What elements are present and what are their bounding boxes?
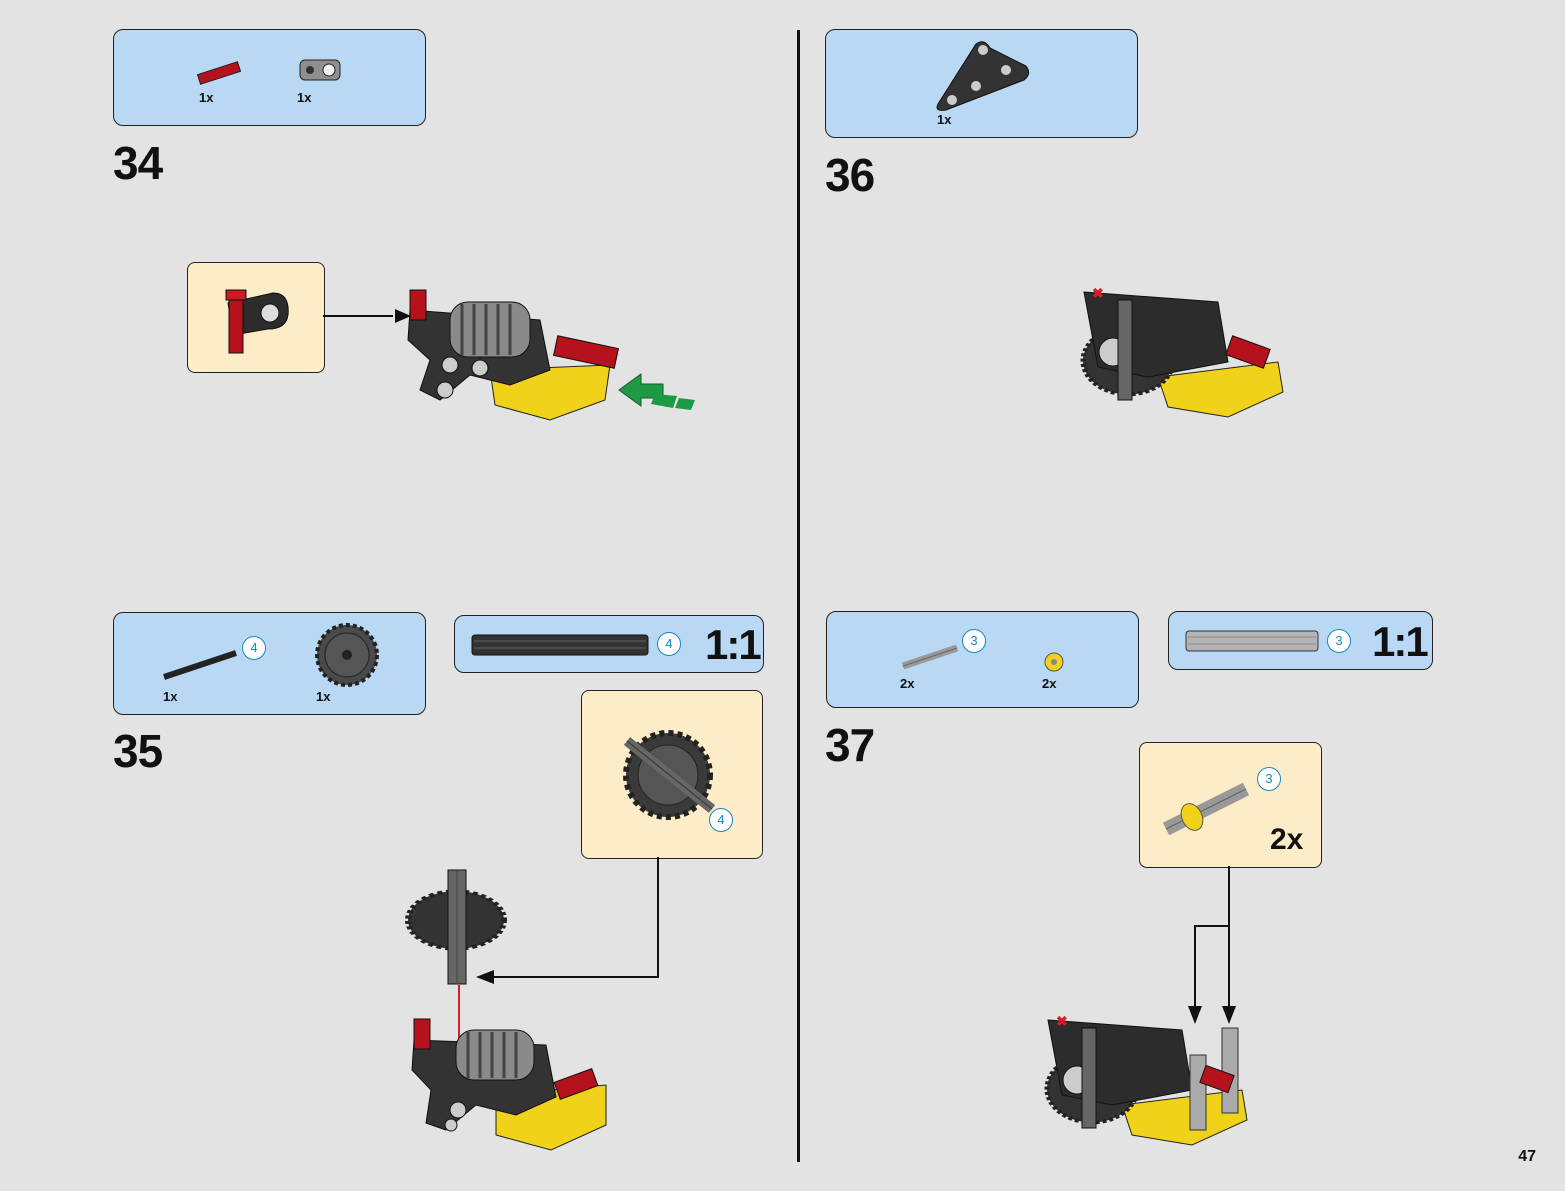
callout-pointer-arrow-icon [476, 857, 659, 984]
axle-length-badge: 3 [1327, 629, 1351, 653]
scale-label: 1:1 [1372, 618, 1429, 665]
axle-length-badge: 3 [962, 629, 986, 653]
step37-scale-ruler: 3 1:1 [1168, 611, 1433, 670]
axle-with-bush-icon [1162, 782, 1250, 836]
step34-subassembly-callout [187, 262, 325, 373]
step-number: 35 [113, 725, 163, 777]
part-qty: 1x [316, 689, 331, 704]
triangle-liftarm-icon [936, 41, 1030, 111]
axle-length-bar-icon [1185, 630, 1319, 652]
step37-subassembly-callout: 3 2x [1139, 742, 1322, 868]
axle-length-badge: 4 [657, 632, 681, 656]
step34-parts-list: 1x 1x [113, 29, 426, 126]
part-qty: 2x [900, 676, 915, 691]
step37-parts-list: 3 2x 2x [826, 611, 1139, 708]
page-number: 47 [1518, 1148, 1536, 1165]
double-down-arrow-icon [1188, 866, 1236, 1024]
axle-length-badge: 4 [242, 636, 266, 660]
subassembly-count: 2x [1270, 823, 1304, 856]
axle-length-badge: 3 [1257, 767, 1281, 791]
part-qty: 1x [937, 112, 952, 127]
step35-scale-ruler: 4 1:1 [454, 615, 764, 673]
axle-length-bar-icon [471, 634, 649, 656]
gear-on-axle-icon [623, 730, 716, 820]
red-axle-icon [196, 61, 242, 85]
yellow-bush-icon [1044, 652, 1064, 672]
part-qty: 1x [163, 689, 178, 704]
gear-axle-assembly-illustration [405, 869, 507, 985]
green-push-arrow-icon [618, 373, 695, 410]
step36-model-illustration: ✖ [1080, 285, 1284, 418]
step34-model-illustration [407, 289, 619, 421]
step36-parts-list: 1x [825, 29, 1138, 138]
step-number: 34 [113, 137, 163, 189]
part-qty: 1x [297, 90, 312, 105]
step-number: 37 [825, 719, 875, 771]
svg-text:✖: ✖ [1056, 1013, 1068, 1029]
axle-pin-connector-icon [299, 59, 341, 81]
scale-label: 1:1 [705, 621, 762, 668]
step35-parts-list: 4 1x 1x [113, 612, 426, 715]
arrow-right-icon [323, 309, 411, 323]
step37-model-illustration: ✖ [1044, 1013, 1248, 1146]
svg-text:✖: ✖ [1092, 285, 1104, 301]
step35-subassembly-callout: 4 [581, 690, 763, 859]
part-qty: 1x [199, 90, 214, 105]
step-number: 36 [825, 149, 875, 201]
gear-24-tooth-icon [315, 623, 379, 687]
page-divider [797, 30, 800, 1162]
connector-with-axle-icon [225, 289, 289, 354]
grey-axle-icon [901, 644, 959, 670]
axle-length-badge: 4 [709, 808, 733, 832]
black-axle-icon [163, 650, 237, 680]
part-qty: 2x [1042, 676, 1057, 691]
step35-model-illustration [411, 1018, 607, 1151]
